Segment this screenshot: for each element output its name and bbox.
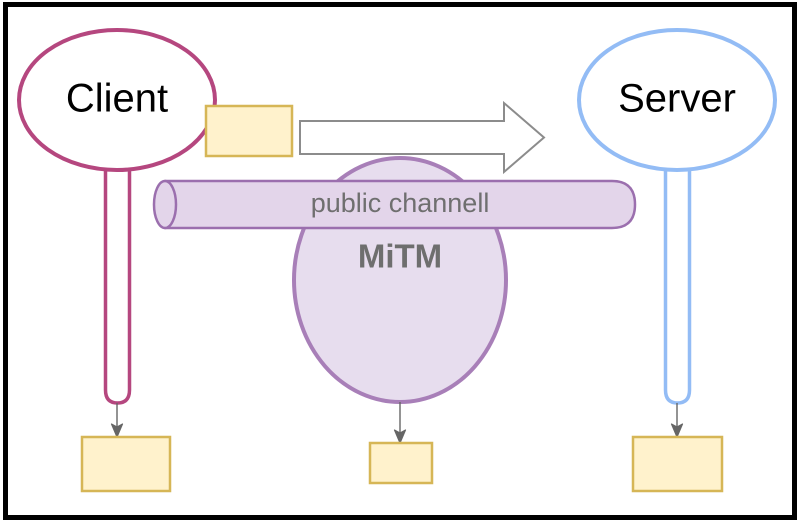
public-channel-label: public channell (311, 188, 490, 218)
mitm-label: MiTM (358, 238, 442, 275)
connector-client-to-output (110, 403, 124, 438)
server-output-box[interactable] (631, 435, 724, 493)
connector-server-to-output (670, 403, 684, 438)
client-message-box[interactable] (204, 104, 294, 158)
client-label: Client (66, 77, 168, 121)
server-label: Server (618, 77, 736, 121)
message-flow-arrow[interactable] (299, 100, 546, 175)
connector-mitm-to-output (393, 402, 407, 444)
channel-left-cap (152, 179, 178, 230)
public-channel[interactable]: public channell (152, 179, 637, 230)
server-ellipse (577, 28, 777, 172)
actor-client[interactable]: Client (17, 28, 217, 405)
actor-server[interactable]: Server (577, 28, 777, 405)
mitm-output-box[interactable] (368, 441, 434, 485)
channel-body (163, 179, 637, 230)
client-ellipse (17, 28, 217, 172)
block-arrow-shape (299, 100, 546, 175)
client-output-box[interactable] (80, 435, 172, 493)
